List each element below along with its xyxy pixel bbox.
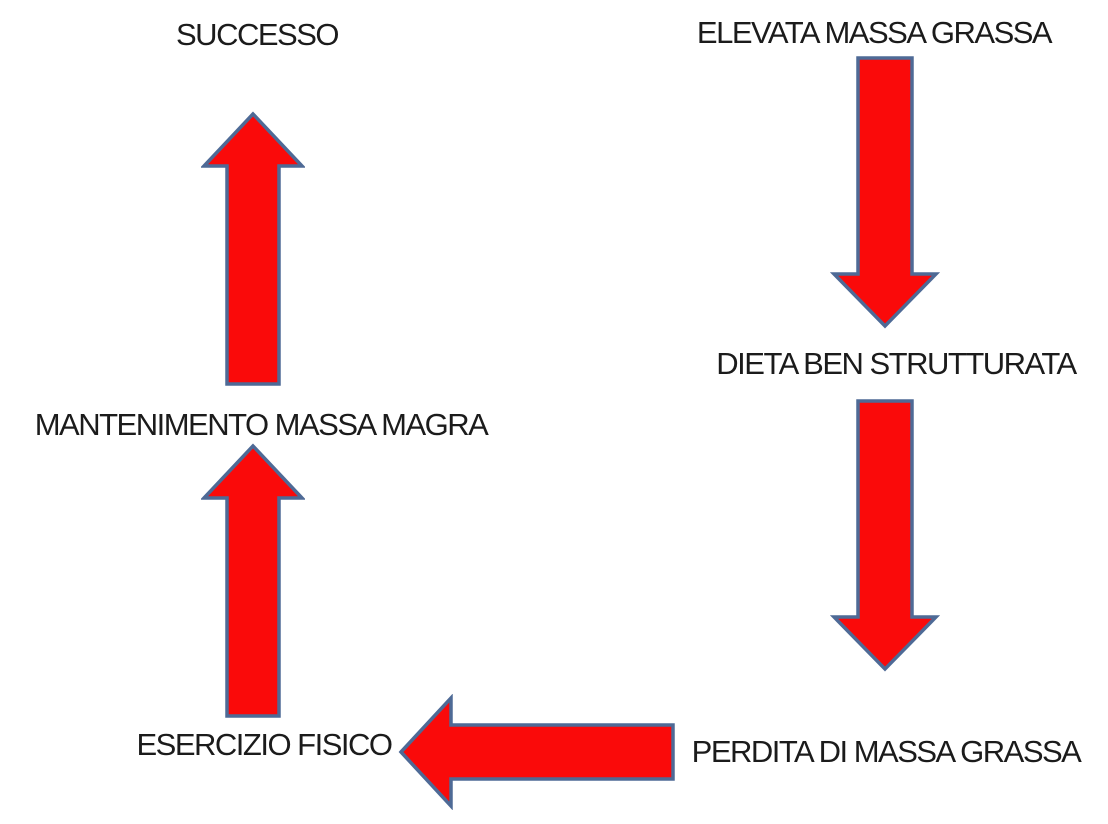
down-arrow-shape xyxy=(830,56,940,329)
up-arrow-shape xyxy=(201,443,305,718)
node-label-dieta-ben-strutturata: DIETA BEN STRUTTURATA xyxy=(716,346,1077,381)
up-arrow-icon-mantenimento-to-successo xyxy=(201,111,305,386)
node-label-elevata-massa-grassa: ELEVATA MASSA GRASSA xyxy=(696,15,1053,50)
left-arrow-shape xyxy=(398,694,675,810)
node-label-esercizio-fisico: ESERCIZIO FISICO xyxy=(136,727,393,762)
up-arrow-icon-esercizio-to-mantenimento xyxy=(201,443,305,718)
node-label-mantenimento-massa-magra: MANTENIMENTO MASSA MAGRA xyxy=(34,407,489,442)
down-arrow-icon-dieta-to-perdita xyxy=(830,399,940,672)
left-arrow-icon-perdita-to-esercizio xyxy=(398,694,675,810)
down-arrow-icon-elevata-to-dieta xyxy=(830,56,940,329)
down-arrow-shape xyxy=(830,399,940,672)
node-label-perdita-di-massa-grassa: PERDITA DI MASSA GRASSA xyxy=(691,734,1082,769)
up-arrow-shape xyxy=(201,111,305,386)
node-label-successo: SUCCESSO xyxy=(176,17,339,52)
